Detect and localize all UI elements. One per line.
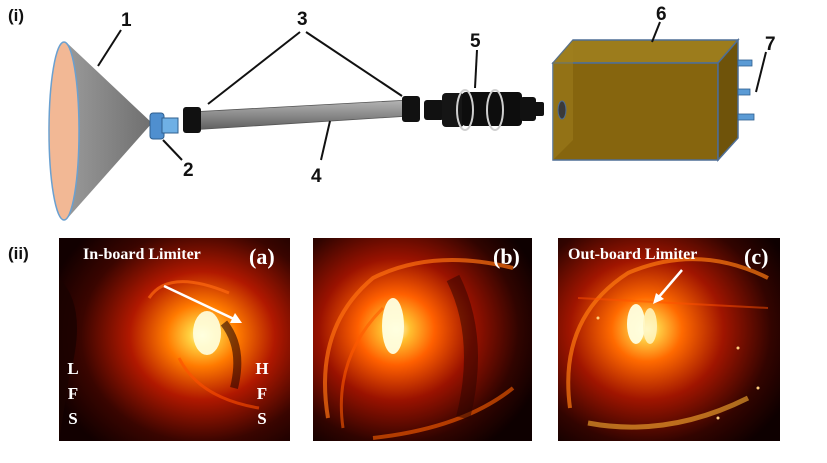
part-number-1: 1	[121, 10, 132, 31]
part-number-4: 4	[311, 166, 322, 187]
inboard-limiter-label: In-board Limiter	[83, 246, 201, 263]
subpanel-tag-c: (c)	[744, 244, 769, 269]
black-module	[424, 89, 544, 131]
hfs-label: H F S	[255, 359, 269, 428]
part-number-7: 7	[765, 34, 776, 55]
panel-label-ii: (ii)	[8, 244, 29, 263]
part-number-6: 6	[656, 4, 667, 25]
image-panel-b: (b)	[313, 238, 532, 441]
blue-connector	[149, 112, 179, 140]
box-connectors	[737, 59, 755, 121]
lfs-label: L F S	[67, 359, 79, 428]
leader-lines	[97, 21, 767, 161]
subpanel-tag-a: (a)	[249, 244, 275, 269]
plasma-image-a	[59, 238, 290, 441]
image-panel-a: In-board Limiter (a) L F S H F S	[59, 238, 290, 441]
image-panel-c: Out-board Limiter (c)	[558, 238, 780, 441]
part-number-5: 5	[470, 31, 481, 52]
plasma-image-c	[558, 238, 780, 441]
panel-label-i: (i)	[8, 6, 25, 25]
apparatus-diagram	[48, 21, 767, 221]
plasma-image-b	[313, 238, 532, 441]
outboard-limiter-label: Out-board Limiter	[568, 246, 698, 263]
part-number-3: 3	[297, 9, 308, 30]
rod-assembly	[183, 96, 420, 133]
cone-viewport	[48, 41, 152, 221]
subpanel-tag-b: (b)	[493, 244, 520, 269]
part-number-2: 2	[183, 160, 194, 181]
camera-box	[551, 37, 740, 162]
